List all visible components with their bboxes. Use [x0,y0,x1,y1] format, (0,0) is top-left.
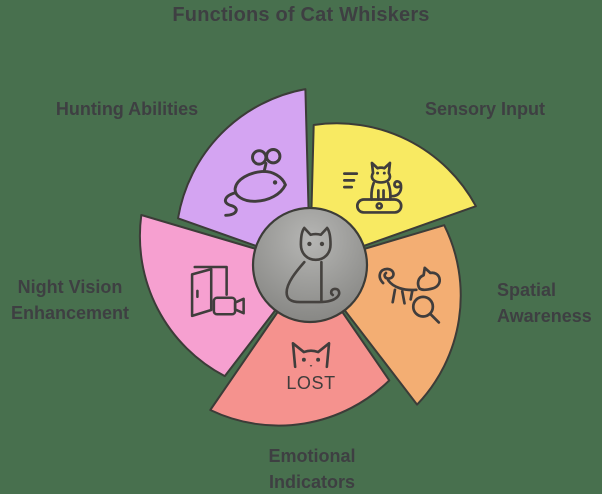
cat-with-magnifying-glass-icon [378,266,442,324]
lost-cat-poster-icon: LOST [286,341,335,393]
segment-wedge-emotional-indicators [209,264,391,427]
segment-label-night-vision-enhancement: Night Vision Enhancement [10,277,130,323]
center-circle [251,206,369,324]
mouse-icon [224,148,287,217]
diagram-title: Functions of Cat Whiskers [172,4,430,26]
segment-label-emotional-indicators: Emotional Indicators [268,446,356,492]
segment-label-sensory-input: Sensory Input [424,99,545,119]
open-door-with-camera-icon [190,265,245,318]
cat-on-robot-vacuum-icon [343,161,403,214]
sitting-cat-icon [285,226,341,304]
lost-text: LOST [286,373,335,393]
segment-label-spatial-awareness: Spatial Awareness [497,280,592,326]
segment-label-hunting-abilities: Hunting Abilities [55,99,199,119]
